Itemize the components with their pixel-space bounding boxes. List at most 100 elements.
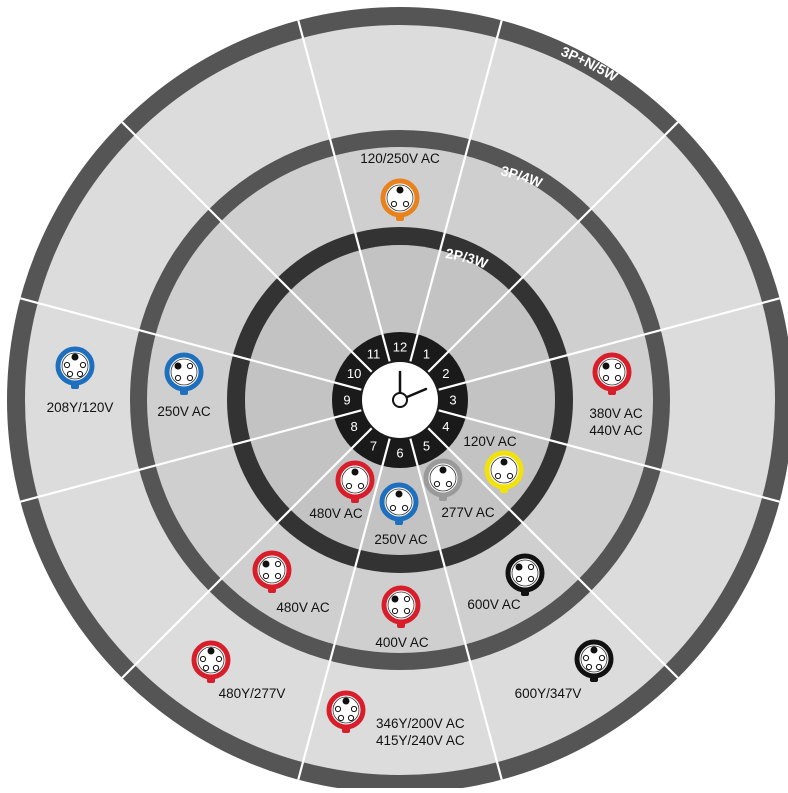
connector-c-277-ac-icon xyxy=(423,458,463,501)
clock-number-3: 3 xyxy=(449,393,456,408)
connector-pin xyxy=(494,472,502,480)
clock-number-6: 6 xyxy=(396,446,403,461)
sector-divider-line xyxy=(20,409,362,503)
connector-pin xyxy=(433,480,441,488)
connector-c-400-ac-icon xyxy=(381,585,421,628)
sector-divider-line xyxy=(438,409,780,503)
connector-pin xyxy=(262,572,270,580)
clock-number-12: 12 xyxy=(393,340,407,355)
connector-key xyxy=(608,389,616,395)
connector-pin xyxy=(506,472,514,480)
connector-pin xyxy=(614,374,622,382)
connector-pin xyxy=(342,697,350,705)
sector-divider-line xyxy=(438,297,780,391)
connector-c-480y-277-icon xyxy=(191,640,231,683)
connector-label: 380V AC xyxy=(589,406,643,421)
connector-c-480-3p4w-icon xyxy=(252,550,292,593)
connector-key xyxy=(590,676,598,682)
connector-pin xyxy=(598,654,606,662)
connector-pin xyxy=(345,482,353,490)
connector-label: 480V AC xyxy=(276,600,330,615)
connector-face xyxy=(387,591,415,619)
connector-pin xyxy=(207,647,215,655)
connector-c-480-2p3w-icon xyxy=(335,460,375,503)
connector-pin xyxy=(439,466,447,474)
connector-label: 440V AC xyxy=(589,423,643,438)
sector-divider-line xyxy=(121,427,373,679)
connector-pin xyxy=(215,655,223,663)
clock-number-8: 8 xyxy=(350,419,357,434)
connector-key xyxy=(207,677,215,683)
connector-key xyxy=(439,495,447,501)
connector-face xyxy=(598,358,626,386)
connector-pin xyxy=(590,646,598,654)
clock-number-9: 9 xyxy=(343,393,350,408)
connector-pin xyxy=(337,714,345,722)
connector-pin xyxy=(396,186,404,194)
sector-divider-line xyxy=(427,121,679,373)
connector-pin xyxy=(66,370,74,378)
connector-pin xyxy=(186,362,194,370)
clock-number-4: 4 xyxy=(442,419,449,434)
connector-pin xyxy=(582,654,590,662)
connector-pin xyxy=(391,595,399,603)
connector-label: 600Y/347V xyxy=(515,686,582,701)
clock-number-1: 1 xyxy=(423,347,430,362)
connector-pin xyxy=(274,560,282,568)
connector-c-380-440-icon xyxy=(592,352,632,395)
connector-pin xyxy=(401,504,409,512)
connector-pin xyxy=(602,374,610,382)
connector-label: 480Y/277V xyxy=(219,686,286,701)
connector-pin xyxy=(445,480,453,488)
connector-pin xyxy=(186,374,194,382)
connector-pin xyxy=(351,468,359,476)
connector-pin xyxy=(274,572,282,580)
connector-pin xyxy=(390,200,398,208)
connector-label: 120V AC xyxy=(463,434,517,449)
connector-c-346y-415y-icon xyxy=(326,690,366,733)
sector-divider-line xyxy=(20,297,362,391)
connector-pin xyxy=(63,361,71,369)
connector-key xyxy=(351,497,359,503)
connector-pin xyxy=(347,714,355,722)
clock-number-5: 5 xyxy=(423,438,430,453)
connector-pin xyxy=(402,200,410,208)
connector-face xyxy=(511,559,539,587)
connector-pin xyxy=(403,595,411,603)
connector-key xyxy=(500,487,508,493)
connector-pin xyxy=(79,361,87,369)
connector-label: 250V AC xyxy=(157,404,211,419)
connector-key xyxy=(342,727,350,733)
sector-divider-line xyxy=(121,121,373,373)
connector-pin xyxy=(500,458,508,466)
sector-dividers xyxy=(20,20,780,780)
connector-face xyxy=(170,358,198,386)
connector-c-600-ac-icon xyxy=(505,553,545,596)
connector-key xyxy=(71,383,79,389)
connector-c-250-3p4w-icon xyxy=(164,352,204,395)
connector-label: 346Y/200V AC xyxy=(376,716,465,731)
connector-pin xyxy=(174,374,182,382)
connector-key xyxy=(396,215,404,221)
clock-number-7: 7 xyxy=(370,438,377,453)
clock-number-11: 11 xyxy=(367,347,381,362)
connector-pin xyxy=(602,362,610,370)
connector-pin xyxy=(389,504,397,512)
clock-pivot xyxy=(392,392,408,408)
connector-face xyxy=(258,556,286,584)
connector-pin xyxy=(391,607,399,615)
sector-divider-line xyxy=(297,20,391,362)
connector-c-250-2p3w-icon xyxy=(379,482,419,525)
connector-pin xyxy=(403,607,411,615)
connector-label: 208Y/120V xyxy=(47,400,114,415)
connector-pin xyxy=(174,362,182,370)
connector-pin xyxy=(515,563,523,571)
connector-key xyxy=(395,519,403,525)
connector-pin xyxy=(527,563,535,571)
connector-pin xyxy=(334,705,342,713)
connector-key xyxy=(521,590,529,596)
connector-pin xyxy=(199,655,207,663)
